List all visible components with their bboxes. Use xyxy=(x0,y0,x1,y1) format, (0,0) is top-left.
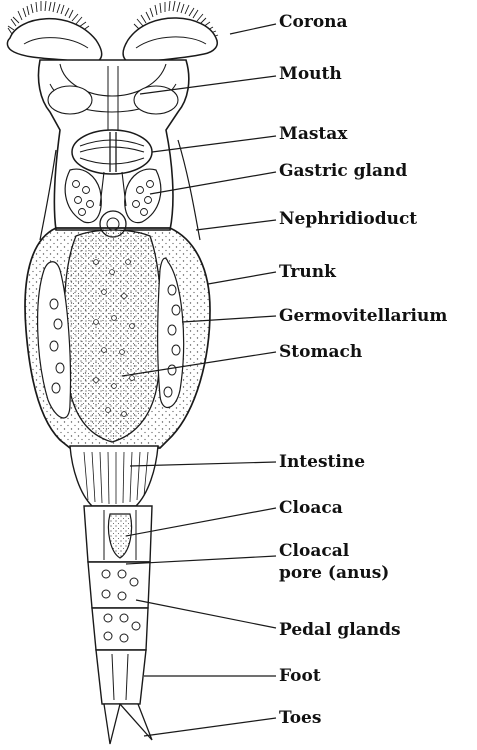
label-gastric-gland: Gastric gland xyxy=(279,160,407,182)
leader-mastax xyxy=(152,136,276,152)
label-cloacal-pore-line2: pore (anus) xyxy=(279,562,389,584)
label-nephridioduct: Nephridioduct xyxy=(279,208,417,230)
label-toes: Toes xyxy=(279,707,321,729)
leader-corona xyxy=(230,24,276,34)
label-corona: Corona xyxy=(279,11,348,33)
label-mouth: Mouth xyxy=(279,63,342,85)
leader-trunk xyxy=(208,272,276,284)
label-pedal-glands: Pedal glands xyxy=(279,619,401,641)
mastax xyxy=(72,130,152,174)
toe-left xyxy=(104,704,120,744)
label-cloaca: Cloaca xyxy=(279,497,343,519)
foot-segment-3 xyxy=(96,650,146,704)
label-intestine: Intestine xyxy=(279,451,365,473)
foot-segment-2 xyxy=(92,608,148,650)
nephridioduct xyxy=(178,140,200,240)
stomach xyxy=(64,230,161,442)
label-mastax: Mastax xyxy=(279,123,347,145)
toe-right xyxy=(120,704,152,740)
leader-pedal-glands xyxy=(136,600,276,628)
leader-nephridioduct xyxy=(196,220,276,230)
label-trunk: Trunk xyxy=(279,261,336,283)
leader-toes xyxy=(144,718,276,736)
label-cloacal-pore: Cloacal pore (anus) xyxy=(279,540,389,584)
intestine xyxy=(70,446,158,506)
corona-right-lobe xyxy=(123,18,217,63)
label-cloacal-pore-line1: Cloacal xyxy=(279,540,389,562)
label-stomach: Stomach xyxy=(279,341,362,363)
label-germovitellarium: Germovitellarium xyxy=(279,305,447,327)
corona-left-lobe xyxy=(7,19,101,63)
label-foot: Foot xyxy=(279,665,321,687)
